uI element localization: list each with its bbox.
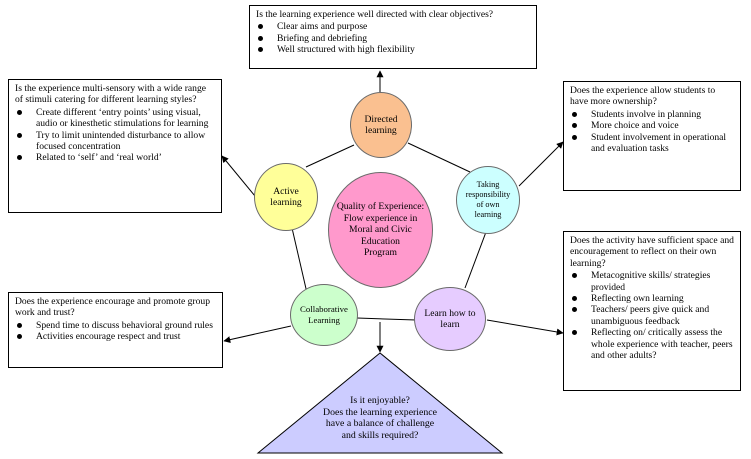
box-list: Clear aims and purpose Briefing and debr… (256, 21, 531, 55)
arrow-to-left-box (221, 155, 256, 197)
list-item: Student involvement in operational and e… (570, 132, 735, 155)
edge-learn-collaborative (356, 317, 417, 321)
box-collaborative: Does the experience encourage and promot… (8, 292, 223, 368)
node-label: learning (474, 209, 502, 219)
box-list: Metacognitive skills/ strategies provide… (570, 270, 735, 361)
node-label: Taking (476, 180, 500, 190)
node-label: Collaborative (300, 303, 348, 314)
list-item: Spend time to discuss behavioral ground … (15, 320, 217, 331)
node-active-learning: Active learning (254, 163, 318, 231)
center-circle: Quality of Experience: Flow experience i… (328, 172, 433, 288)
list-item: More choice and voice (570, 120, 735, 131)
edge-taking-learn (464, 231, 487, 289)
list-item: Clear aims and purpose (256, 21, 531, 32)
center-line: Program (363, 247, 398, 259)
center-line: Flow experience in (343, 212, 418, 224)
node-label: responsibility (465, 190, 511, 200)
list-item: Create different ‘entry points’ using vi… (15, 107, 216, 130)
triangle-line: and skills required? (341, 429, 419, 441)
node-learn-how-to-learn: Learn how to learn (414, 287, 486, 351)
box-question: Does the experience encourage and promot… (15, 296, 210, 319)
box-question: Does the activity have sufficient space … (570, 235, 734, 269)
list-item: Students involve in planning (570, 109, 735, 120)
node-label: Learning (308, 315, 340, 325)
box-question: Is the learning experience well directed… (256, 9, 494, 20)
edge-collaborative-active (291, 227, 308, 294)
list-item: Reflecting own learning (570, 293, 735, 304)
list-item: Teachers/ peers give quick and unambiguo… (570, 304, 735, 327)
node-label: of own (476, 200, 500, 209)
box-question: Does the experience allow students to ha… (570, 85, 716, 108)
edge-active-directed (305, 144, 355, 168)
node-label: learning (365, 125, 397, 136)
list-item: Reflecting on/ critically assess the who… (570, 327, 735, 361)
list-item: Metacognitive skills/ strategies provide… (570, 270, 735, 293)
arrow-to-bottom-left-box (223, 325, 292, 344)
center-line: Moral and Civic (349, 224, 412, 236)
box-question: Is the experience multi-sensory with a w… (15, 83, 207, 106)
node-label: Directed (364, 113, 398, 125)
node-label: Active (273, 185, 299, 197)
box-directed: Is the learning experience well directed… (249, 5, 537, 69)
center-line: Education (361, 235, 400, 247)
box-list: Spend time to discuss behavioral ground … (15, 320, 217, 343)
triangle-line: Does the learning experience (323, 406, 437, 418)
node-collaborative-learning: Collaborative Learning (290, 284, 358, 346)
list-item: Activities encourage respect and trust (15, 331, 217, 342)
list-item: Related to ‘self’ and ‘real world’ (15, 152, 216, 163)
arrow-to-bottom-right-box (486, 319, 564, 336)
list-item: Briefing and debriefing (256, 33, 531, 44)
enjoyment-triangle (256, 352, 504, 454)
list-item: Try to limit unintended disturbance to a… (15, 130, 216, 153)
node-label: learn (440, 319, 460, 330)
edge-directed-taking (407, 142, 471, 173)
center-line: Quality of Experience: (336, 201, 425, 213)
triangle-line: have a balance of challenge (325, 418, 435, 430)
triangle-text: Is it enjoyable? Does the learning exper… (300, 395, 460, 441)
box-learn-how-to-learn: Does the activity have sufficient space … (563, 231, 741, 391)
box-list: Create different ‘entry points’ using vi… (15, 107, 216, 164)
box-active: Is the experience multi-sensory with a w… (8, 79, 222, 213)
box-list: Students involve in planning More choice… (570, 109, 735, 155)
node-taking-responsibility: Taking responsibility of own learning (456, 166, 520, 234)
triangle-line: Is it enjoyable? (350, 395, 410, 406)
node-label: learning (270, 197, 302, 208)
arrow-to-right-box (518, 141, 564, 187)
node-directed-learning: Directed learning (350, 92, 412, 158)
list-item: Well structured with high flexibility (256, 44, 531, 55)
box-taking-responsibility: Does the experience allow students to ha… (563, 81, 741, 191)
node-label: Learn how to (424, 307, 476, 319)
